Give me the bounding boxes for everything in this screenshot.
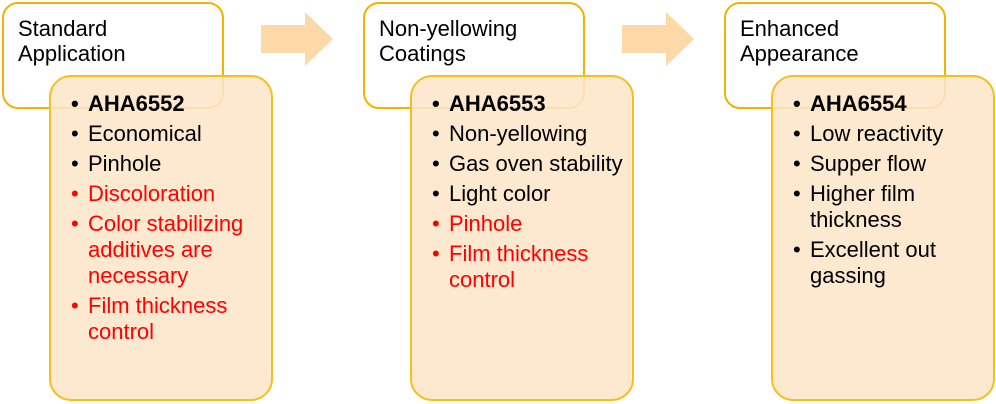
- stage-details-box: AHA6553Non-yellowingGas oven stabilityLi…: [410, 75, 634, 401]
- stage-bullet-list: AHA6554Low reactivitySupper flowHigher f…: [773, 77, 993, 289]
- list-item: Film thickness control: [432, 241, 626, 293]
- arrow-right-icon: [622, 12, 694, 66]
- list-item: Non-yellowing: [432, 121, 626, 147]
- list-item: Pinhole: [71, 151, 265, 177]
- product-code: AHA6553: [432, 91, 626, 117]
- stage-title: Non-yellowing Coatings: [379, 16, 518, 66]
- list-item: Gas oven stability: [432, 151, 626, 177]
- stage-bullet-list: AHA6552EconomicalPinholeDiscolorationCol…: [51, 77, 271, 345]
- stage-details-box: AHA6554Low reactivitySupper flowHigher f…: [771, 75, 995, 401]
- list-item: Discoloration: [71, 181, 265, 207]
- list-item: Low reactivity: [793, 121, 987, 147]
- stage-bullet-list: AHA6553Non-yellowingGas oven stabilityLi…: [412, 77, 632, 293]
- stage-details-box: AHA6552EconomicalPinholeDiscolorationCol…: [49, 75, 273, 401]
- list-item: Pinhole: [432, 211, 626, 237]
- list-item: Supper flow: [793, 151, 987, 177]
- list-item: Film thickness control: [71, 293, 265, 345]
- list-item: Higher film thickness: [793, 181, 987, 233]
- stage-title: Standard Application: [18, 16, 126, 66]
- stage-title: Enhanced Appearance: [740, 16, 859, 66]
- list-item: Light color: [432, 181, 626, 207]
- list-item: Excellent out gassing: [793, 237, 987, 289]
- arrow-right-icon: [261, 12, 333, 66]
- product-code: AHA6554: [793, 91, 987, 117]
- product-code: AHA6552: [71, 91, 265, 117]
- list-item: Economical: [71, 121, 265, 147]
- list-item: Color stabilizing additives are necessar…: [71, 211, 265, 289]
